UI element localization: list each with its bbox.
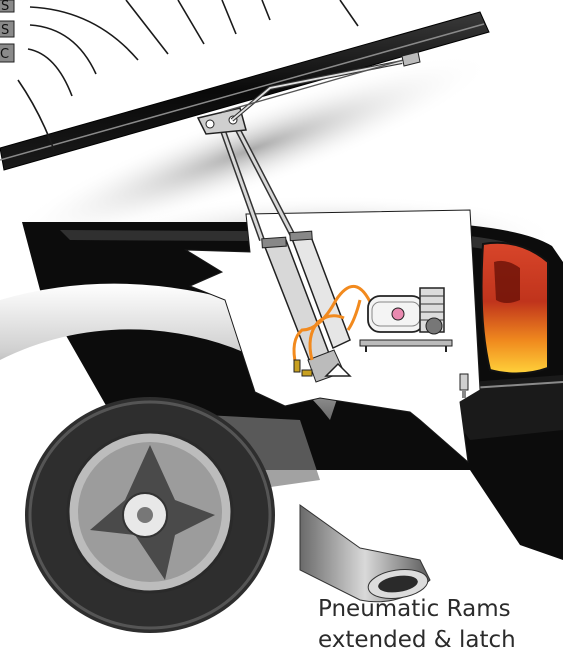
label-tag-1-text: S [1, 0, 9, 14]
label-tag-2-text: S [1, 23, 9, 38]
air-compressor [360, 288, 452, 352]
label-tags: S S C [0, 0, 14, 62]
caption-line-2: extended & latch [318, 625, 516, 656]
exhaust-pipe [300, 505, 430, 602]
label-tag-3-text: C [0, 47, 9, 62]
caption: Pneumatic Rams extended & latch [318, 594, 516, 656]
rear-wheel [25, 397, 275, 633]
tail-light [482, 243, 548, 374]
caption-line-1: Pneumatic Rams [318, 594, 516, 625]
